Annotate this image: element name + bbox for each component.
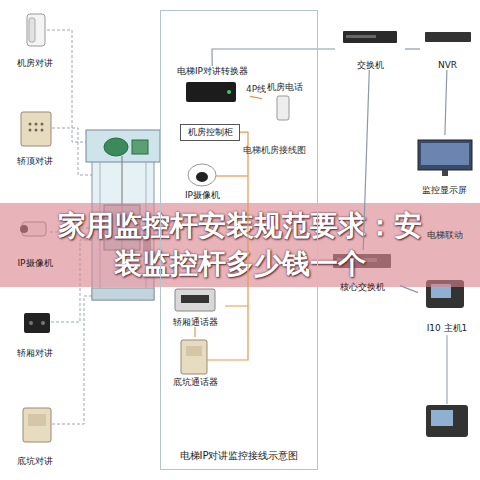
device-icon: [343, 31, 397, 43]
lead-wire: [52, 296, 92, 424]
device-icon: [181, 340, 207, 374]
wire-connector: [225, 132, 248, 306]
signal-wire: [207, 306, 248, 360]
recorder-device: NVR: [420, 28, 475, 70]
intercom-icon: [29, 321, 33, 325]
device-label: 轿顶对讲: [17, 156, 53, 166]
elevator-shaft: [132, 140, 148, 154]
note-label: 电梯机房接线图: [243, 145, 315, 155]
intercom-icon: [27, 14, 45, 46]
switch-device: 交换机: [335, 28, 405, 70]
title-text: 家用监控杆安装规范要求：安装监控杆多少钱一个: [50, 207, 430, 283]
device-label: IP摄像机: [17, 258, 52, 268]
host-device: I10 主机1: [418, 275, 476, 333]
intercom-icon: [24, 313, 50, 333]
intercom-icon: [41, 129, 44, 132]
camera-device: IP摄像机: [175, 158, 230, 200]
device-icon: [346, 35, 376, 38]
wire-connector: [405, 48, 420, 49]
device-label: 核心交换机: [340, 282, 385, 292]
intercom-icon: [41, 123, 44, 126]
elevator-shaft: [104, 138, 128, 156]
device-icon: [426, 405, 468, 437]
intercom-icon: [21, 112, 51, 146]
wire-label: 4P线: [236, 84, 276, 94]
elevator-shaft: [86, 130, 160, 162]
wire-connector: [212, 49, 335, 66]
device-label: 监控显示屏: [422, 185, 467, 195]
device-icon: [188, 164, 216, 186]
monitor-device: 监控显示屏: [410, 135, 478, 195]
wire-connector: [363, 70, 369, 250]
wire-connector: [194, 327, 195, 337]
talk-device: 轿厢通话器: [165, 285, 225, 327]
device-icon: [442, 170, 448, 176]
title-banner: 家用监控杆安装规范要求：安装监控杆多少钱一个: [0, 203, 480, 287]
device-label: 轿厢通话器: [173, 317, 218, 327]
phone-device: 机房电话: [262, 82, 307, 124]
device-label: IP摄像机: [185, 190, 220, 200]
talk-device: 底坑通话器: [165, 337, 225, 387]
intercom-icon: [23, 408, 51, 442]
device-icon: [186, 346, 202, 356]
control-cabinet: 机房控制柜: [180, 124, 240, 141]
diagram-caption: 电梯IP对讲监控接线示意图: [180, 450, 299, 462]
device-label: I10 主机1: [427, 323, 468, 333]
wire-connector: [445, 70, 447, 135]
device-label: 底坑对讲: [17, 456, 53, 466]
intercom-icon: [28, 414, 46, 426]
device-icon: [418, 140, 472, 170]
device-icon: [181, 295, 209, 303]
diagram-frame: 电梯IP对讲监控接线示意图电梯IP对讲转换器机房电话机房控制柜 IP摄像机轿厢通话…: [160, 10, 318, 470]
note-label: 电梯联动: [415, 230, 475, 240]
device-icon: [277, 96, 289, 120]
converter-device: 电梯IP对讲转换器: [175, 66, 250, 112]
intercom-icon: [41, 321, 45, 325]
wire-connector: [400, 286, 418, 293]
intercom-device: 轿顶对讲: [5, 108, 65, 166]
device-label: 机房控制柜: [188, 127, 233, 137]
device-label: 机房对讲: [17, 58, 53, 68]
device-icon: [175, 289, 215, 311]
device-icon: [196, 172, 208, 182]
network-wire: [447, 335, 448, 404]
camera-device: IP摄像机: [5, 218, 65, 268]
device-icon: [425, 32, 471, 42]
device-label: NVR: [438, 60, 457, 70]
device-label: 底坑通话器: [173, 377, 218, 387]
device-icon: [227, 90, 231, 94]
elevator-shaft: [92, 288, 154, 300]
intercom-icon: [29, 123, 32, 126]
device-label: 交换机: [357, 60, 384, 70]
elevator-shaft: [122, 156, 123, 205]
wire-connector: [250, 96, 262, 98]
intercom-icon: [35, 123, 38, 126]
device-icon: [431, 410, 453, 426]
switch-device: 核心交换机: [325, 250, 400, 292]
intercom-icon: [29, 129, 32, 132]
intercom-icon: [29, 18, 35, 42]
device-icon: [186, 82, 236, 102]
network-wire: [447, 335, 448, 404]
device-icon: [421, 143, 469, 165]
device-label: 机房电话: [267, 82, 303, 92]
intercom-icon: [35, 129, 38, 132]
intercom-device: 轿厢对讲: [5, 308, 65, 358]
intercom-device: 底坑对讲: [5, 404, 65, 466]
lead-wire: [47, 30, 86, 142]
signal-wire: [216, 175, 248, 176]
device-label: 电梯IP对讲转换器: [177, 66, 248, 76]
intercom-device: 机房对讲: [5, 10, 65, 68]
device-label: 轿厢对讲: [17, 348, 53, 358]
